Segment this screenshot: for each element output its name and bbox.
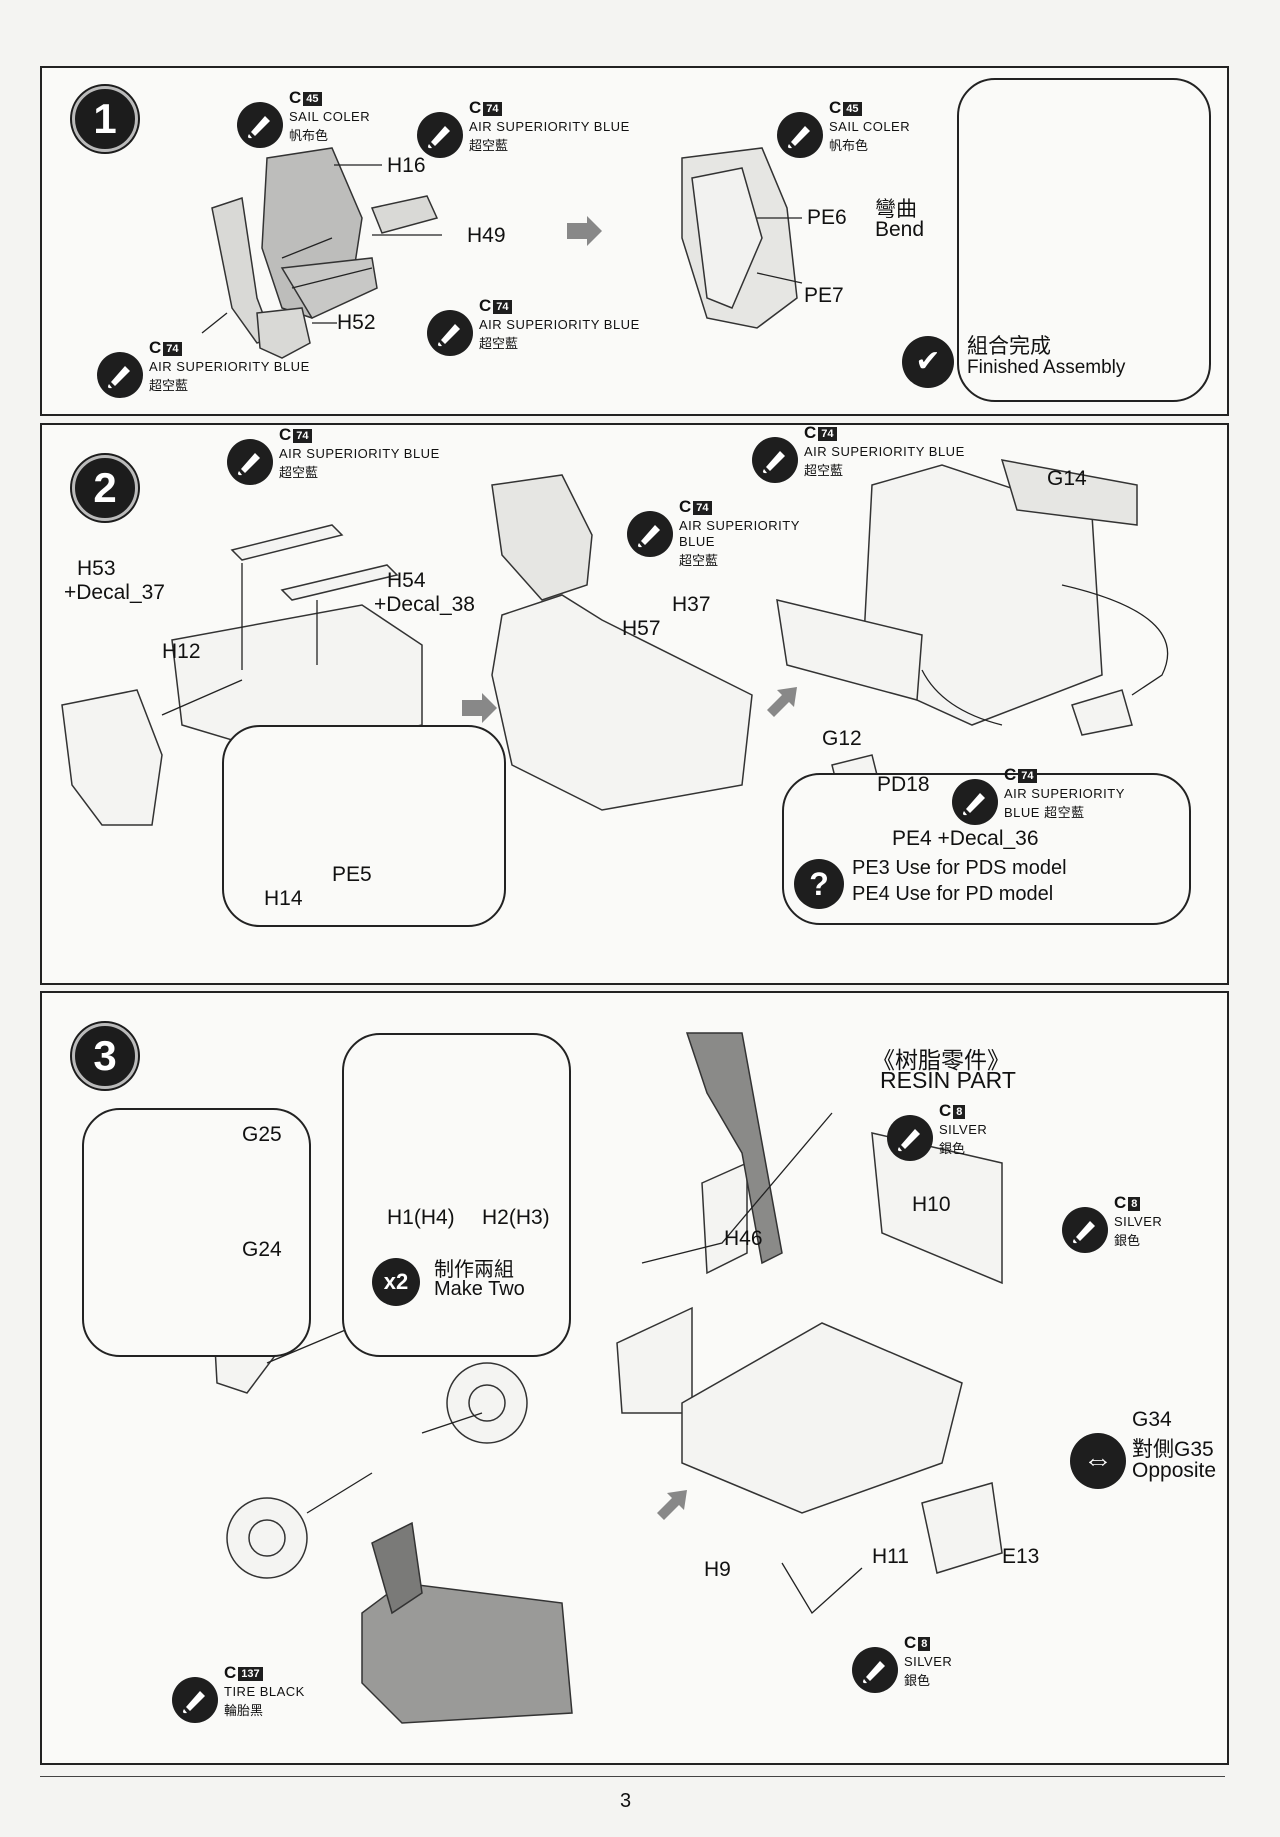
part-label-h14: H14 (264, 887, 303, 910)
step-number-1: 1 (72, 86, 138, 152)
footer-rule (40, 1776, 1225, 1777)
decal-label-38: +Decal_38 (374, 593, 475, 616)
paint-brush-icon (777, 112, 823, 158)
resin-part-zh: 《树脂零件》 (872, 1047, 1010, 1073)
x2-icon: x2 (372, 1258, 420, 1306)
note-pe4: PE4 Use for PD model (852, 883, 1054, 905)
part-label-g24: G24 (242, 1238, 282, 1261)
part-label-pe5: PE5 (332, 863, 372, 886)
finished-zh: 組合完成 (967, 335, 1051, 358)
step-number-3: 3 (72, 1023, 138, 1089)
bend-zh: 彎曲 (875, 198, 917, 221)
part-label-g35: 對側G35 (1132, 1438, 1214, 1461)
note-pe3: PE3 Use for PDS model (852, 857, 1067, 879)
part-label-g25: G25 (242, 1123, 282, 1146)
paint-brush-icon (97, 352, 143, 398)
paint-brush-icon (427, 310, 473, 356)
make-two-zh: 制作兩組 (434, 1259, 514, 1281)
paint-brush-icon (237, 102, 283, 148)
step-3-panel: 3 G25 G24 H1(H4) H2(H3) x2 制作兩組 Make Two… (40, 991, 1229, 1765)
double-arrow-icon: ⇔ (1070, 1433, 1126, 1489)
part-label-pe6: PE6 (807, 206, 847, 229)
resin-part-en: RESIN PART (880, 1067, 1016, 1093)
part-label-h46: H46 (724, 1227, 763, 1250)
part-label-h54: H54 (387, 569, 426, 592)
paint-brush-icon (627, 511, 673, 557)
paint-brush-icon (172, 1677, 218, 1723)
part-label-h37: H37 (672, 593, 711, 616)
bulkhead-detail-bubble (222, 725, 506, 927)
paint-brush-icon (887, 1115, 933, 1161)
question-icon: ? (794, 859, 844, 909)
paint-brush-icon (1062, 1207, 1108, 1253)
part-label-e13: E13 (1002, 1545, 1040, 1568)
part-label-pe4-decal36: PE4 +Decal_36 (892, 827, 1039, 850)
part-label-h2-h3: H2(H3) (482, 1206, 550, 1229)
decal-label-37: +Decal_37 (64, 581, 165, 604)
part-label-h9: H9 (704, 1558, 731, 1581)
part-label-h16: H16 (387, 154, 426, 177)
part-label-h57: H57 (622, 617, 661, 640)
part-label-h10: H10 (912, 1193, 951, 1216)
part-label-g14: G14 (1047, 467, 1087, 490)
part-label-h52: H52 (337, 311, 376, 334)
part-label-g12: G12 (822, 727, 862, 750)
finished-en: Finished Assembly (967, 357, 1126, 378)
paint-brush-icon (227, 439, 273, 485)
paint-brush-icon (752, 437, 798, 483)
step-number-2: 2 (72, 455, 138, 521)
paint-brush-icon (417, 112, 463, 158)
bend-en: Bend (875, 218, 925, 241)
part-label-h12: H12 (162, 640, 201, 663)
part-label-h11: H11 (872, 1545, 909, 1568)
paint-brush-icon (952, 779, 998, 825)
wheel-bubble (342, 1033, 571, 1357)
part-label-h49: H49 (467, 224, 506, 247)
part-label-h53: H53 (77, 557, 116, 580)
g25-g24-bubble (82, 1108, 311, 1357)
make-two-en: Make Two (434, 1278, 525, 1300)
finished-assembly-bubble (957, 78, 1211, 402)
checkmark-icon: ✔ (902, 336, 954, 388)
part-label-pd18: PD18 (877, 773, 930, 796)
part-label-g34: G34 (1132, 1408, 1172, 1431)
paint-brush-icon (852, 1647, 898, 1693)
part-label-h1-h4: H1(H4) (387, 1206, 455, 1229)
page-number: 3 (620, 1790, 632, 1812)
opposite-label: Opposite (1132, 1459, 1217, 1482)
part-label-pe7: PE7 (804, 284, 844, 307)
